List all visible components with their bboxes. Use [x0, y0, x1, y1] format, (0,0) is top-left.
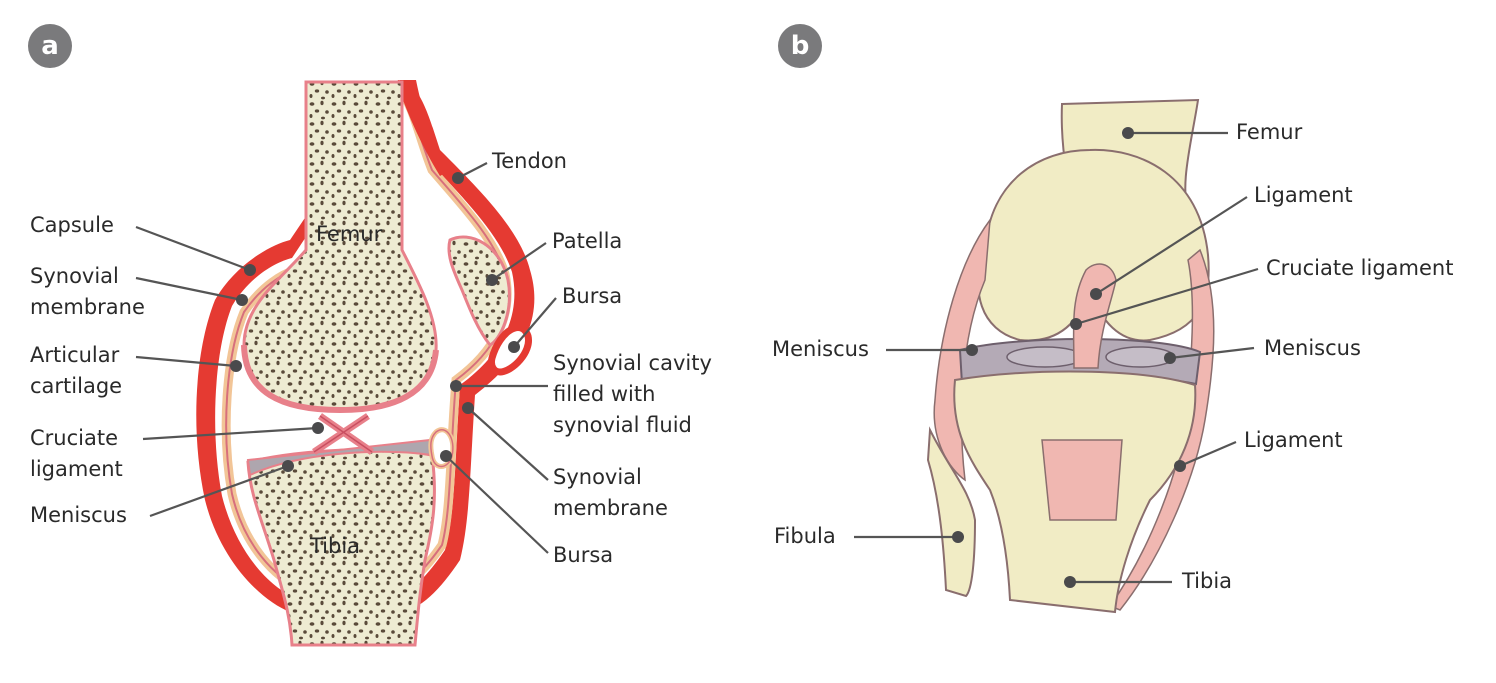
label-line: cartilage [30, 374, 123, 398]
patellar-tendon-shape [1041, 439, 1123, 521]
label-line: ligament [30, 457, 123, 481]
label-ligament-right-b: Ligament [1244, 428, 1343, 452]
label-line: Synovial cavity [553, 351, 712, 375]
label-line: Articular [30, 343, 120, 367]
femur-inner-label: Femur [316, 222, 383, 246]
label-bursa-top: Bursa [562, 284, 623, 308]
label-capsule: Capsule [30, 213, 114, 237]
label-meniscus-right-b: Meniscus [1264, 336, 1361, 360]
label-tibia-b: Tibia [1182, 569, 1233, 593]
label-line: Synovial [553, 465, 642, 489]
label-line: filled with [553, 382, 656, 406]
label-cruciate-ligament-b: Cruciate ligament [1266, 256, 1454, 280]
label-bursa-bottom: Bursa [553, 543, 614, 567]
label-ligament-top: Ligament [1254, 183, 1353, 207]
panel-a-badge: a [28, 24, 72, 68]
label-line: membrane [30, 295, 145, 319]
cruciate-ligament-b-shape [1072, 263, 1117, 369]
label-line: synovial fluid [553, 413, 692, 437]
label-fibula: Fibula [774, 524, 836, 548]
label-synovial-cavity: Synovial cavity filled with synovial flu… [553, 348, 712, 441]
fibula-shape [926, 426, 977, 598]
label-cruciate-ligament-a: Cruciate ligament [30, 423, 123, 485]
patella-bone [447, 235, 511, 347]
tendon-shape [400, 80, 450, 176]
label-line: Cruciate [30, 426, 119, 450]
label-meniscus-left-b: Meniscus [772, 337, 869, 361]
label-articular-cartilage: Articular cartilage [30, 340, 122, 402]
label-line: membrane [553, 496, 668, 520]
label-femur-b: Femur [1236, 120, 1303, 144]
panel-b-badge: b [778, 24, 822, 68]
label-synovial-membrane-right: Synovial membrane [553, 462, 668, 524]
label-tendon: Tendon [492, 149, 567, 173]
label-synovial-membrane-left: Synovial membrane [30, 261, 145, 323]
label-patella: Patella [552, 229, 623, 253]
label-meniscus-a: Meniscus [30, 503, 127, 527]
label-line: Synovial [30, 264, 119, 288]
femoral-condyles-shape [977, 148, 1210, 342]
tibia-inner-label: Tibia [310, 534, 361, 558]
